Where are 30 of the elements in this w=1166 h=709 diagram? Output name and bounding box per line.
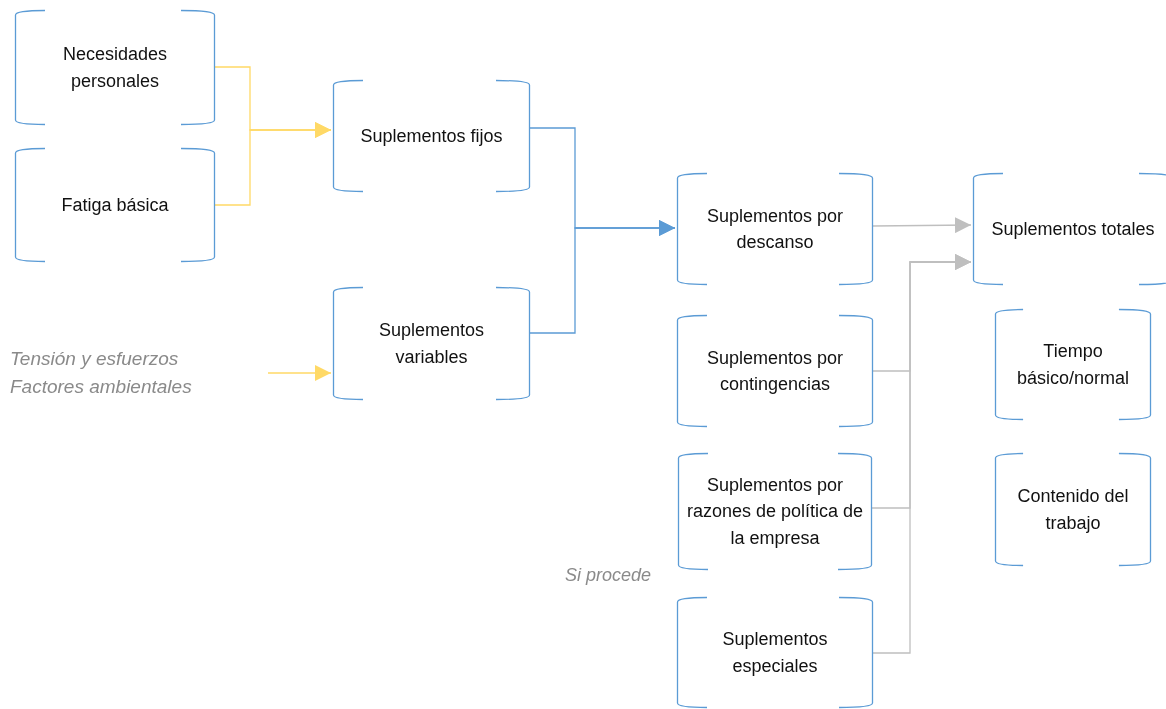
node-text: Necesidades personales [61,43,169,93]
bracket-box [15,148,215,262]
node-text: Suplementos variables [377,319,486,369]
node-text: Suplementos fijos [359,124,504,148]
node-text: Suplementos por razones de política de la empresa [685,474,865,550]
bracket-box [995,453,1151,566]
arrow [872,217,972,234]
bracket-box [677,597,873,708]
note-text: Si procede [565,565,652,586]
annotation-text: Factores ambientales [10,375,192,399]
arrow [529,220,676,334]
node-text: Suplementos totales [990,217,1156,241]
arrow [267,365,332,381]
bracket-box [973,173,1166,285]
bracket-box [333,287,530,400]
bracket-box [333,80,530,192]
bracket-box [15,10,215,125]
node-text: Fatiga básica [60,193,170,217]
annotation-text: Tensión y esfuerzos [10,346,179,371]
bracket-box [677,315,873,427]
bracket-box [677,173,873,285]
bracket-box [995,309,1151,420]
arrow [214,122,332,206]
node-text: Tiempo básico/normal [1015,340,1131,390]
node-text: Suplementos por contingencias [705,346,845,396]
bracket-box [678,453,872,570]
node-text: Contenido del trabajo [1016,485,1130,535]
node-text: Suplementos por descanso [705,204,845,254]
node-text: Suplementos especiales [721,628,829,678]
arrow [872,254,972,654]
